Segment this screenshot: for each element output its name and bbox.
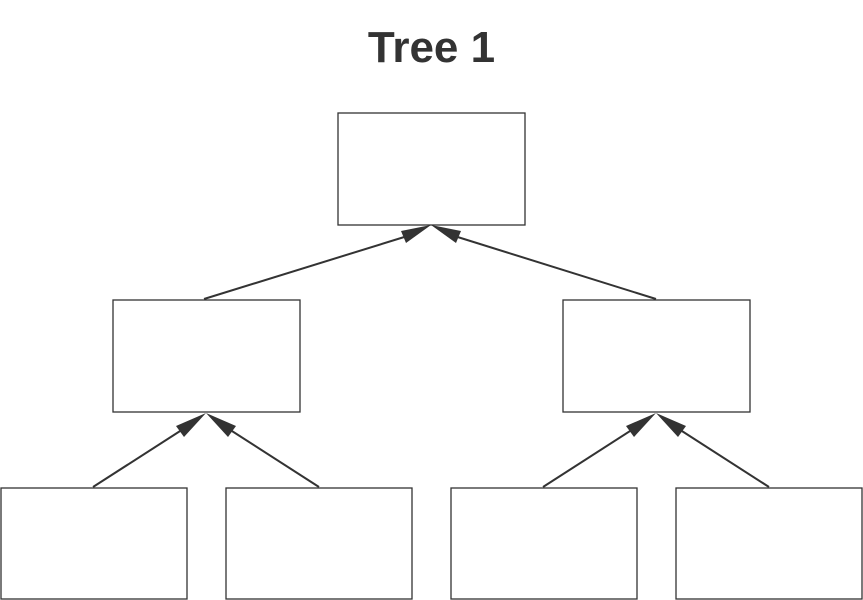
node-right-left-leaf[interactable] <box>450 487 638 600</box>
arrowhead-icon <box>656 413 686 437</box>
node-left-left-leaf[interactable] <box>0 487 188 600</box>
node-root[interactable] <box>337 112 526 226</box>
edge-right-right-leaf-to-right-child <box>656 413 770 488</box>
arrowhead-icon <box>626 413 656 437</box>
node-left-right-leaf[interactable] <box>225 487 413 600</box>
edge-right-left-leaf-to-right-child <box>542 413 656 488</box>
node-right-right-leaf[interactable] <box>675 487 863 600</box>
arrowhead-icon <box>176 413 206 437</box>
edge-right-child-to-root <box>431 225 657 300</box>
node-right-child[interactable] <box>562 299 751 413</box>
diagram-title: Tree 1 <box>367 23 496 72</box>
arrowhead-icon <box>401 225 431 243</box>
node-left-child[interactable] <box>112 299 301 413</box>
edge-left-child-to-root <box>203 225 431 300</box>
arrowhead-icon <box>431 225 461 243</box>
edge-left-left-leaf-to-left-child <box>92 413 206 488</box>
edge-left-right-leaf-to-left-child <box>206 413 320 488</box>
arrowhead-icon <box>206 413 236 437</box>
